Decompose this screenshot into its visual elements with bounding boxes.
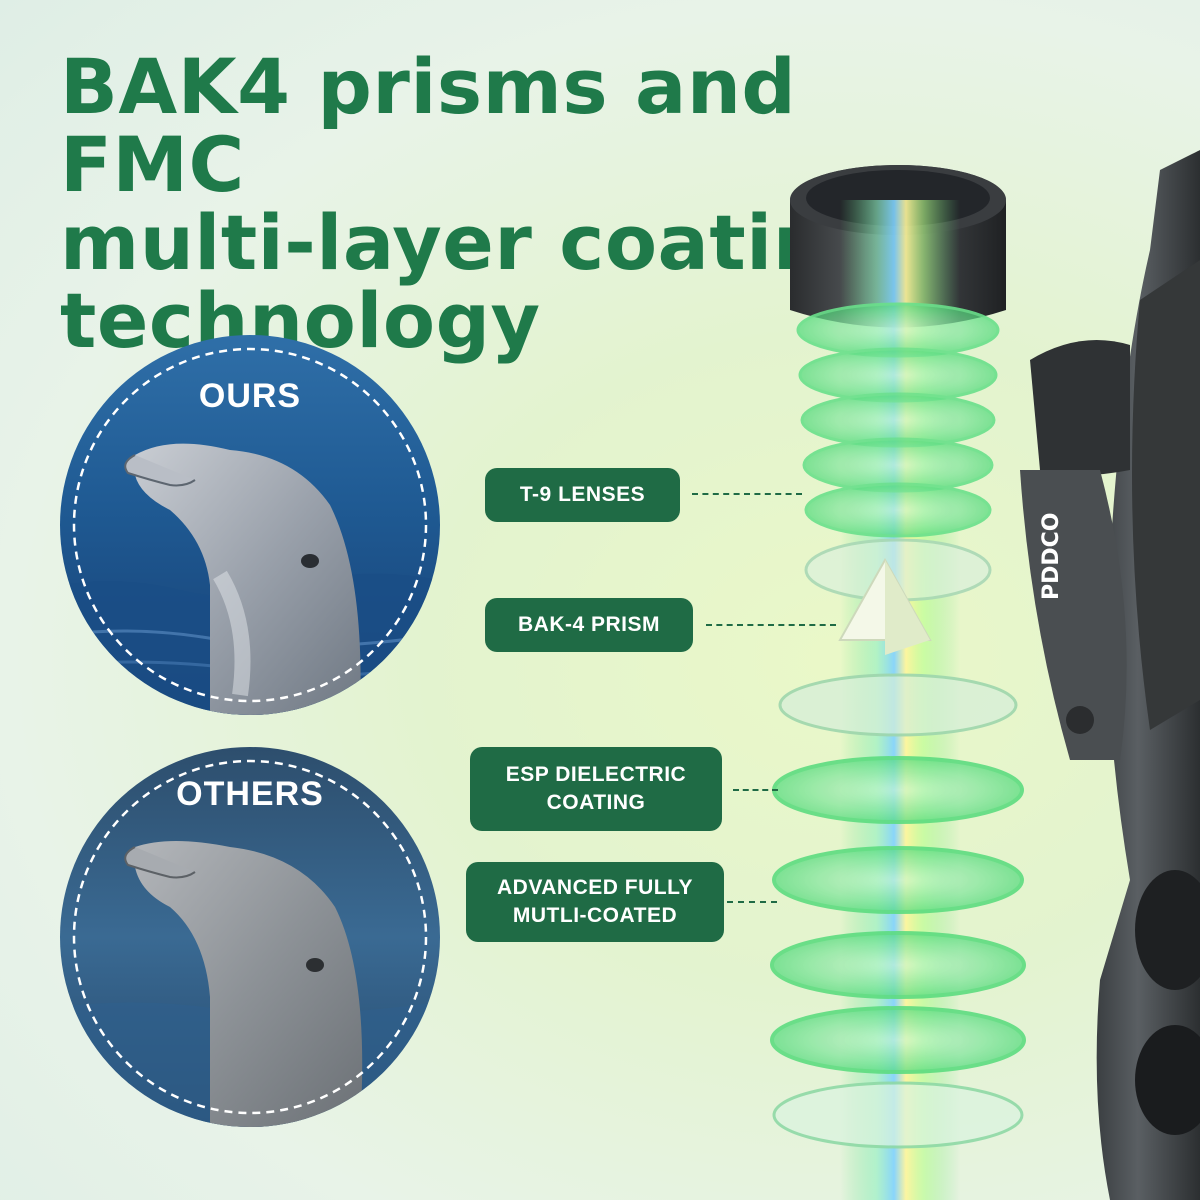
headline-line-2: multi-layer coating [60, 198, 883, 287]
bak4-prism-label: BAK-4 PRISM [517, 613, 660, 636]
others-dolphin-image [60, 747, 440, 1127]
esp-coating-line-1: ESP DIELECTRIC [505, 763, 687, 786]
esp-coating-tag: ESP DIELECTRIC COATING [470, 747, 722, 831]
prism-leader-line [706, 624, 836, 626]
headline: BAK4 prisms and FMC multi-layer coating … [60, 48, 960, 360]
esp-coating-line-2: COATING [546, 791, 646, 814]
headline-line-1: BAK4 prisms and FMC [60, 42, 797, 209]
t9-lenses-tag: T-9 LENSES [485, 468, 680, 522]
lenses-leader-line [692, 493, 802, 495]
ours-label: OURS [198, 377, 302, 415]
esp-leader-line [733, 789, 778, 791]
binocular-body: PDDCO [1020, 150, 1200, 1200]
fmc-coating-line-2: MUTLI-COATED [512, 904, 678, 927]
ours-comparison-circle: OURS [60, 335, 440, 715]
fmc-leader-line [727, 901, 777, 903]
bak4-prism-tag: BAK-4 PRISM [485, 598, 693, 652]
others-label: OTHERS [176, 775, 324, 813]
t9-lenses-label: T-9 LENSES [519, 483, 646, 506]
t9-lens-stack [796, 302, 1000, 602]
bak4-prism-shape [838, 557, 932, 655]
fmc-coating-tag: ADVANCED FULLY MUTLI-COATED [466, 862, 724, 942]
binocular-brand-mark: PDDCO [1039, 513, 1064, 601]
others-comparison-circle: OTHERS [60, 747, 440, 1127]
fmc-coating-line-1: ADVANCED FULLY [496, 876, 693, 899]
coated-lens-stack [770, 673, 1026, 1149]
ours-dolphin-image [60, 335, 440, 715]
